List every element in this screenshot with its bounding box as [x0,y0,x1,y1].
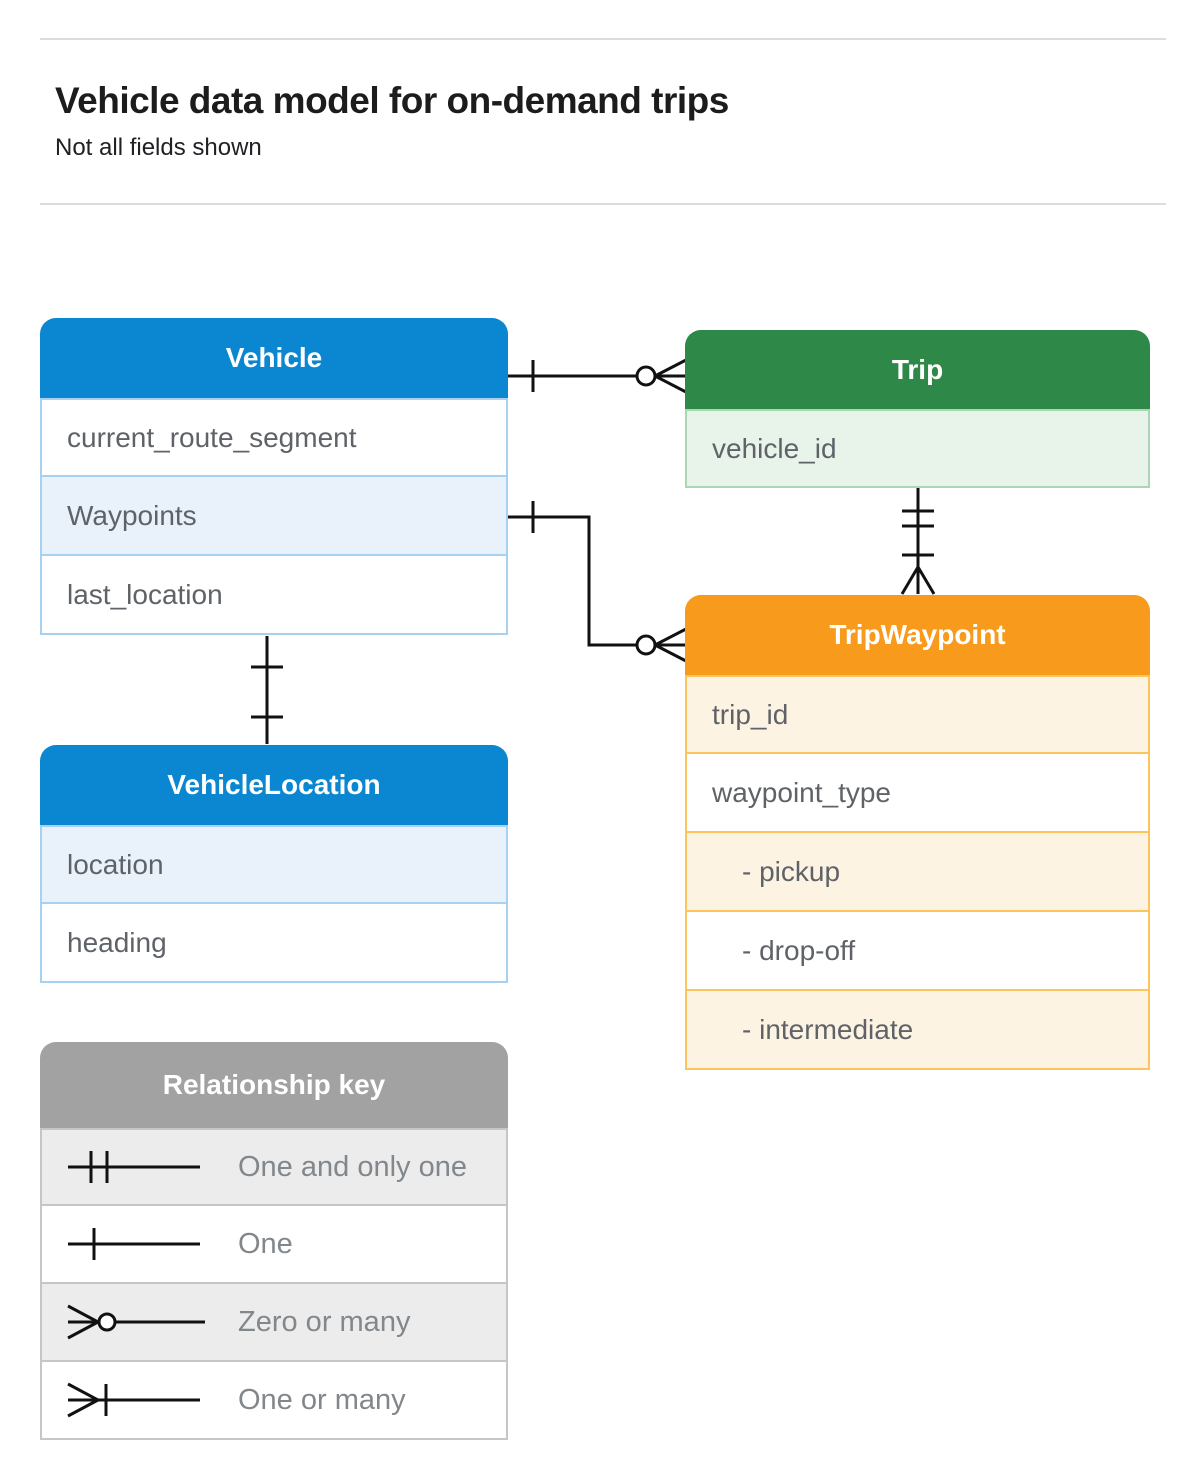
tripwaypoint-table-header: TripWaypoint [685,595,1150,675]
vehiclelocation-table: VehicleLocation location heading [40,745,508,983]
one-and-only-one-icon [60,1145,210,1189]
vehicle-table-header: Vehicle [40,318,508,398]
vehicle-field-waypoints: Waypoints [40,477,508,556]
legend-row-one-or-many: One or many [40,1362,508,1440]
zero-or-many-icon [60,1300,210,1344]
tripwaypoint-table-title: TripWaypoint [829,619,1006,650]
vehicle-table: Vehicle current_route_segment Waypoints … [40,318,508,635]
page-subtitle: Not all fields shown [55,134,262,161]
tripwaypoint-value-intermediate: - intermediate [685,991,1150,1070]
legend-label: One or many [238,1383,406,1416]
tripwaypoint-table: TripWaypoint trip_id waypoint_type - pic… [685,595,1150,1070]
top-divider [40,38,1166,40]
tripwaypoint-value-drop-off: - drop-off [685,912,1150,991]
vehiclelocation-field-heading: heading [40,904,508,983]
trip-tripwaypoint-connector [900,488,936,595]
vehicle-vehiclelocation-connector [251,636,283,744]
vehiclelocation-table-title: VehicleLocation [167,769,381,800]
page-title: Vehicle data model for on-demand trips [55,80,729,121]
trip-table-title: Trip [891,353,944,385]
vehicle-field-current-route-segment: current_route_segment [40,398,508,477]
vehicle-table-title: Vehicle [225,342,323,373]
legend-row-zero-or-many: Zero or many [40,1284,508,1362]
one-or-many-icon [60,1378,210,1422]
legend-row-one-and-only-one: One and only one [40,1128,508,1206]
one-icon [60,1222,210,1266]
tripwaypoint-field-trip-id: trip_id [685,675,1150,754]
title-divider [40,203,1166,205]
legend-label: Zero or many [238,1305,411,1338]
vehicle-trip-connector [508,358,687,394]
legend-label: One [238,1227,293,1260]
legend-row-one: One [40,1206,508,1284]
trip-field-vehicle-id: vehicle_id [685,409,1150,488]
tripwaypoint-value-pickup: - pickup [685,833,1150,912]
vehicle-field-last-location: last_location [40,556,508,635]
trip-table-header: Trip [685,330,1150,409]
waypoints-tripwaypoint-connector [508,501,687,663]
vehiclelocation-field-location: location [40,825,508,904]
relationship-key-title: Relationship key [162,1069,386,1100]
vehiclelocation-table-header: VehicleLocation [40,745,508,825]
relationship-key-header: Relationship key [40,1042,508,1128]
tripwaypoint-field-waypoint-type: waypoint_type [685,754,1150,833]
legend-label: One and only one [238,1150,467,1183]
trip-table: Trip vehicle_id [685,330,1150,488]
relationship-key: Relationship key One and only one One [40,1042,508,1440]
